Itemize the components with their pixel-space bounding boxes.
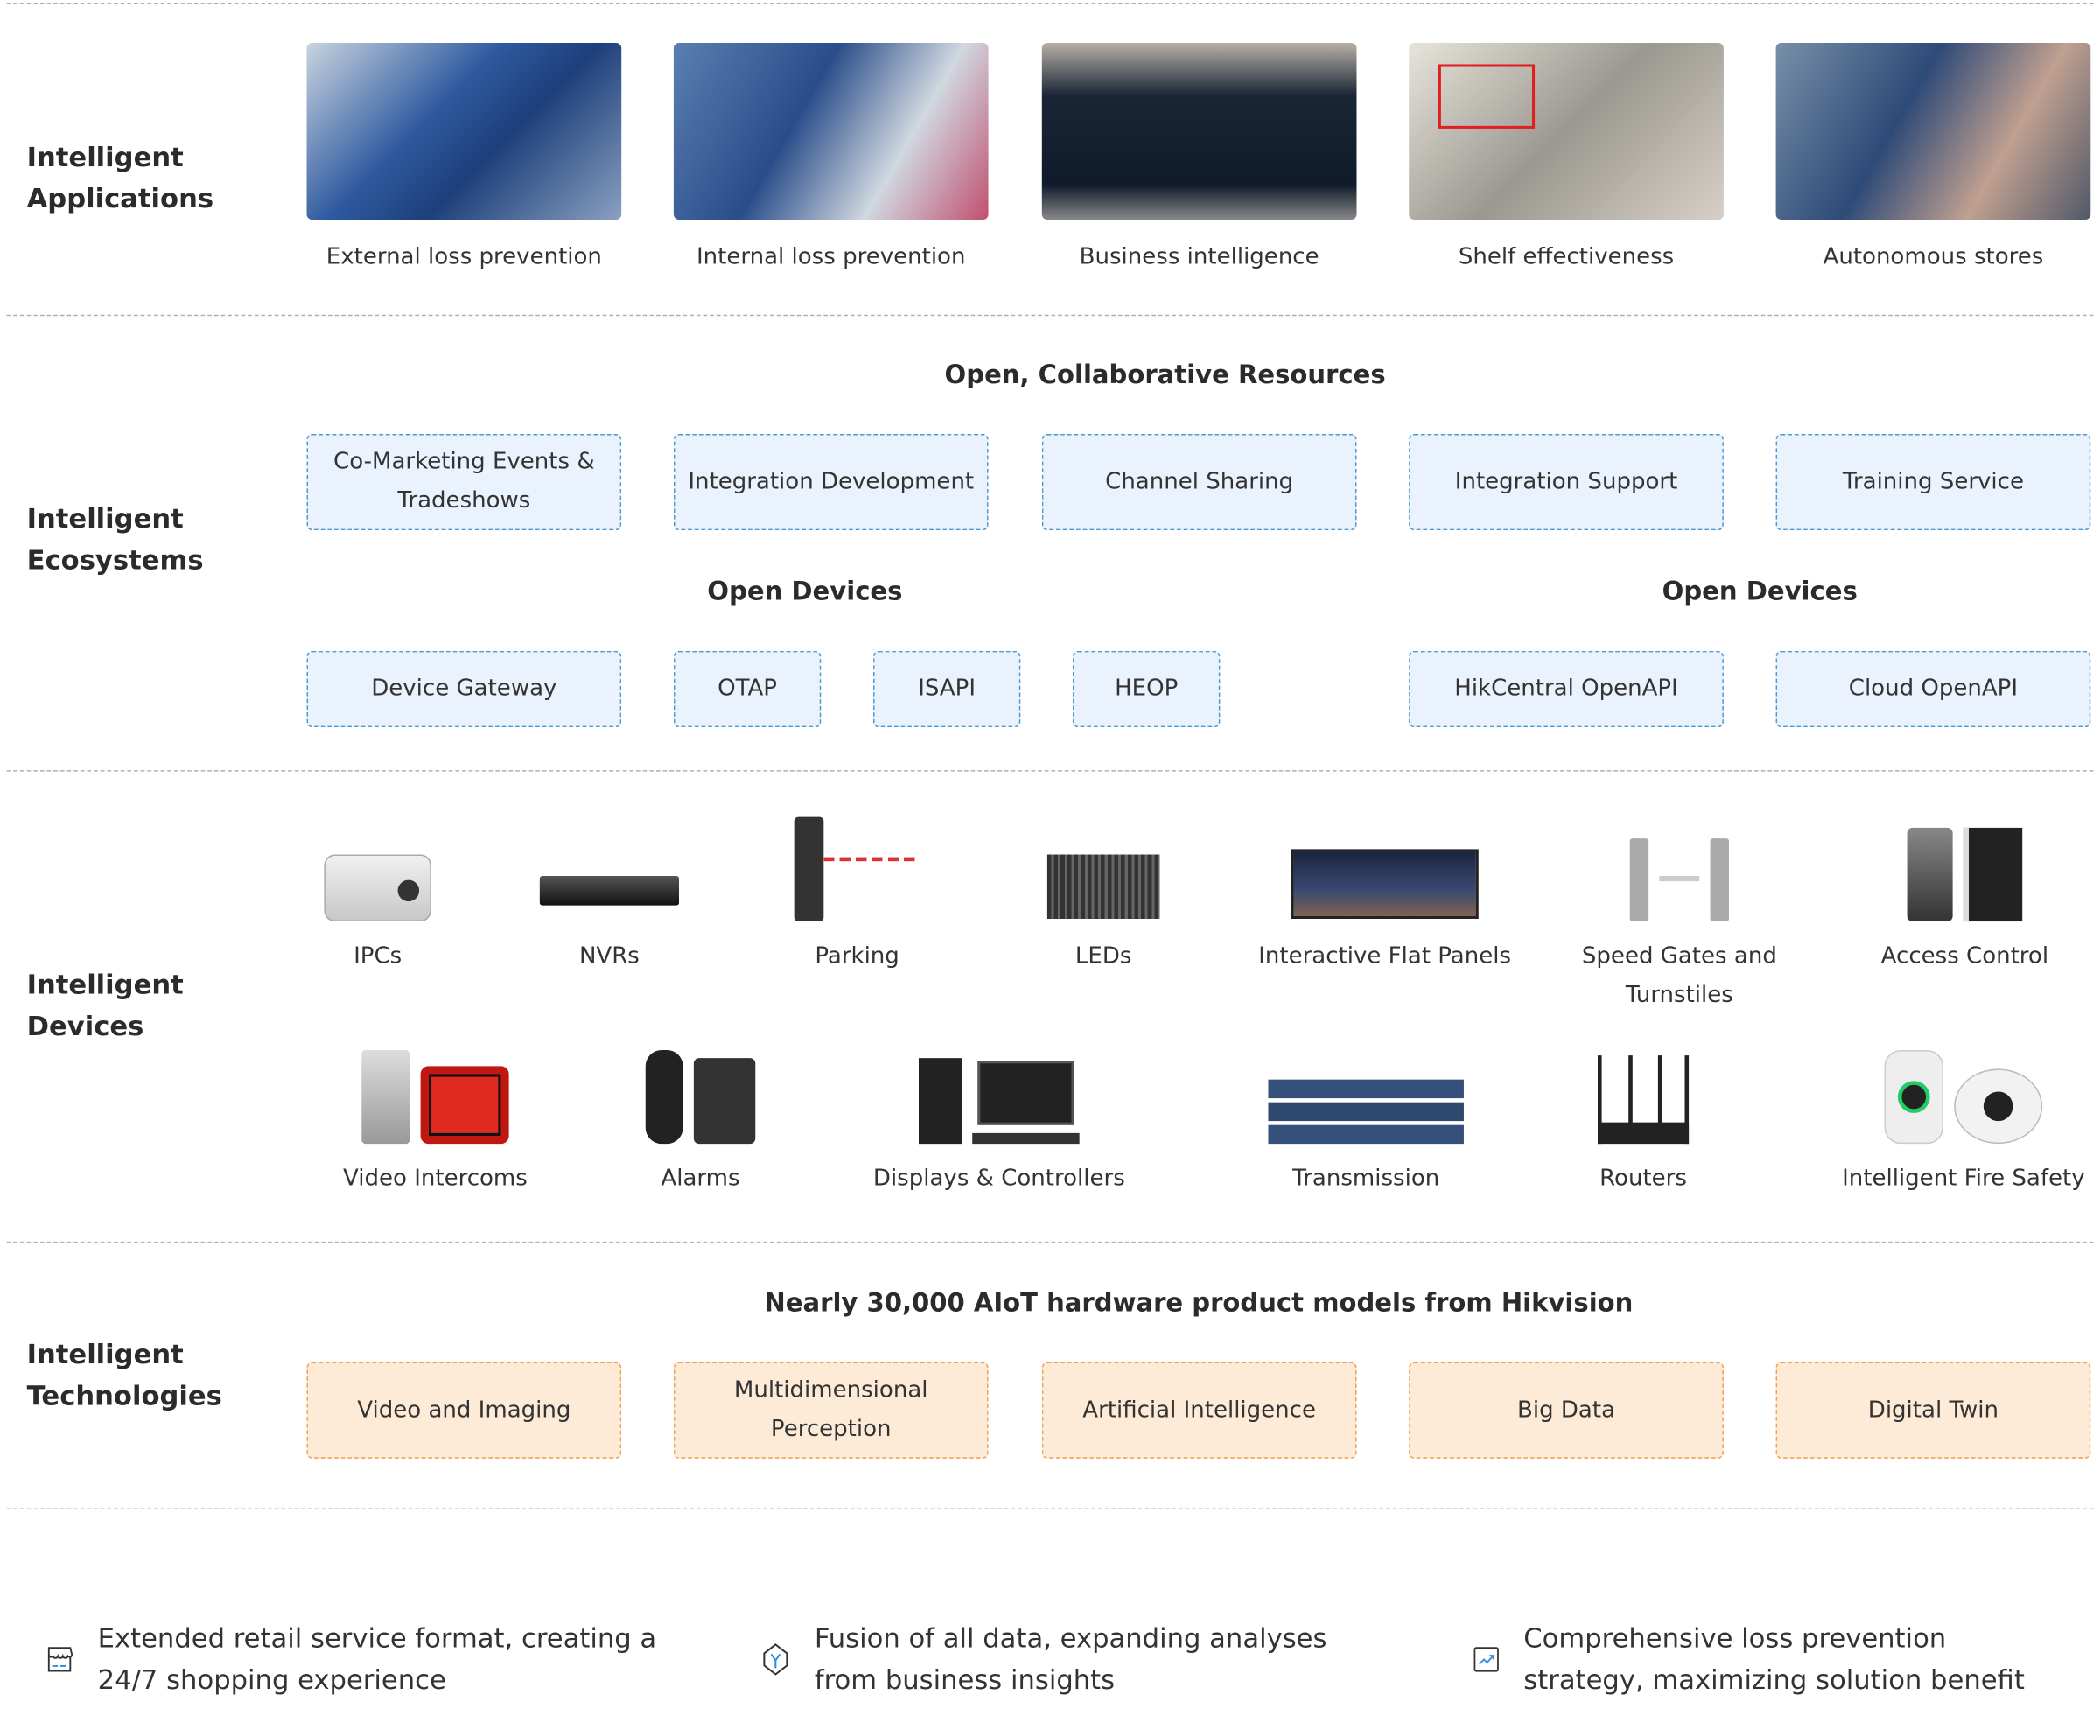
divider	[6, 1241, 2094, 1243]
device-nvrs: NVRs	[475, 808, 743, 976]
detection-box	[1438, 64, 1536, 129]
open-device-cloud-openapi: Cloud OpenAPI	[1775, 650, 2091, 728]
divider	[6, 770, 2094, 772]
resource-integration-support: Integration Support	[1409, 433, 1724, 531]
device-routers: Routers	[1509, 1032, 1777, 1199]
open-device-otap: OTAP	[673, 650, 822, 728]
fire-safety-icon	[1830, 1032, 2097, 1144]
nvr-icon	[475, 808, 743, 921]
section-label-applications: Intelligent Applications	[26, 140, 214, 214]
video-intercom-icon	[301, 1032, 569, 1144]
tech-multidimensional-perception: Multidimensional Perception	[673, 1362, 989, 1459]
section-label-devices: Intelligent Devices	[26, 968, 184, 1042]
led-panel-icon	[970, 808, 1237, 921]
technologies-heading: Nearly 30,000 AIoT hardware product mode…	[764, 1288, 1634, 1319]
network-switch-icon	[1232, 1032, 1500, 1144]
caption-external-loss-prevention: External loss prevention	[326, 243, 602, 271]
parking-barrier-icon	[724, 808, 991, 922]
desktop-computer-icon	[865, 1032, 1133, 1144]
divider	[6, 3, 2094, 4]
turnstile-icon	[1545, 808, 1813, 922]
resource-integration-development: Integration Development	[673, 433, 989, 531]
caption-shelf-effectiveness: Shelf effectiveness	[1458, 243, 1675, 271]
resource-co-marketing: Co-Marketing Events & Tradeshows	[306, 433, 622, 531]
feature-loss-prevention: Comprehensive loss prevention strategy, …	[1474, 1618, 2062, 1701]
tech-big-data: Big Data	[1409, 1362, 1724, 1459]
caption-autonomous-stores: Autonomous stores	[1823, 243, 2044, 271]
divider	[6, 1508, 2094, 1509]
divider	[6, 314, 2094, 317]
open-device-isapi: ISAPI	[872, 650, 1021, 728]
device-interactive-flat-panels: Interactive Flat Panels	[1251, 808, 1519, 976]
flat-panel-icon	[1251, 808, 1519, 921]
business-intelligence-image	[1041, 42, 1357, 220]
open-device-heop: HEOP	[1073, 650, 1221, 728]
hexagon-fusion-icon	[763, 1643, 788, 1676]
section-label-technologies: Intelligent Technologies	[26, 1338, 222, 1412]
device-intelligent-fire-safety: Intelligent Fire Safety	[1830, 1032, 2097, 1199]
alarm-icon	[566, 1032, 834, 1144]
router-icon	[1509, 1032, 1777, 1144]
caption-internal-loss-prevention: Internal loss prevention	[696, 243, 966, 271]
resource-training-service: Training Service	[1775, 433, 2091, 531]
device-parking: Parking	[724, 808, 991, 976]
open-device-hikcentral-openapi: HikCentral OpenAPI	[1409, 650, 1724, 728]
open-devices-heading-right: Open Devices	[1662, 577, 1858, 607]
device-access-control: Access Control	[1830, 808, 2098, 976]
access-control-icon	[1830, 808, 2098, 922]
autonomous-stores-image	[1775, 42, 2091, 220]
trend-chart-icon	[1474, 1647, 1499, 1672]
device-speed-gates: Speed Gates and Turnstiles	[1545, 808, 1813, 1015]
open-device-gateway: Device Gateway	[306, 650, 622, 728]
feature-data-fusion: Fusion of all data, expanding analyses f…	[760, 1618, 1349, 1701]
resource-channel-sharing: Channel Sharing	[1041, 433, 1357, 531]
device-alarms: Alarms	[566, 1032, 834, 1199]
device-transmission: Transmission	[1232, 1032, 1500, 1199]
caption-business-intelligence: Business intelligence	[1079, 243, 1320, 271]
section-label-ecosystems: Intelligent Ecosystems	[26, 501, 204, 577]
feature-retail-service: Extended retail service format, creating…	[46, 1618, 662, 1701]
store-icon	[47, 1647, 74, 1672]
tech-digital-twin: Digital Twin	[1775, 1362, 2091, 1459]
resources-heading: Open, Collaborative Resources	[944, 360, 1386, 390]
tech-video-imaging: Video and Imaging	[306, 1362, 622, 1459]
internal-loss-prevention-image	[673, 42, 989, 220]
tech-artificial-intelligence: Artificial Intelligence	[1041, 1362, 1357, 1459]
external-loss-prevention-image	[306, 42, 622, 220]
device-leds: LEDs	[970, 808, 1237, 976]
ipc-camera-icon	[244, 808, 512, 922]
shelf-effectiveness-image	[1409, 42, 1724, 220]
device-video-intercoms: Video Intercoms	[301, 1032, 569, 1199]
device-ipcs: IPCs	[244, 808, 512, 976]
open-devices-heading-left: Open Devices	[707, 577, 903, 607]
device-displays-controllers: Displays & Controllers	[865, 1032, 1133, 1199]
